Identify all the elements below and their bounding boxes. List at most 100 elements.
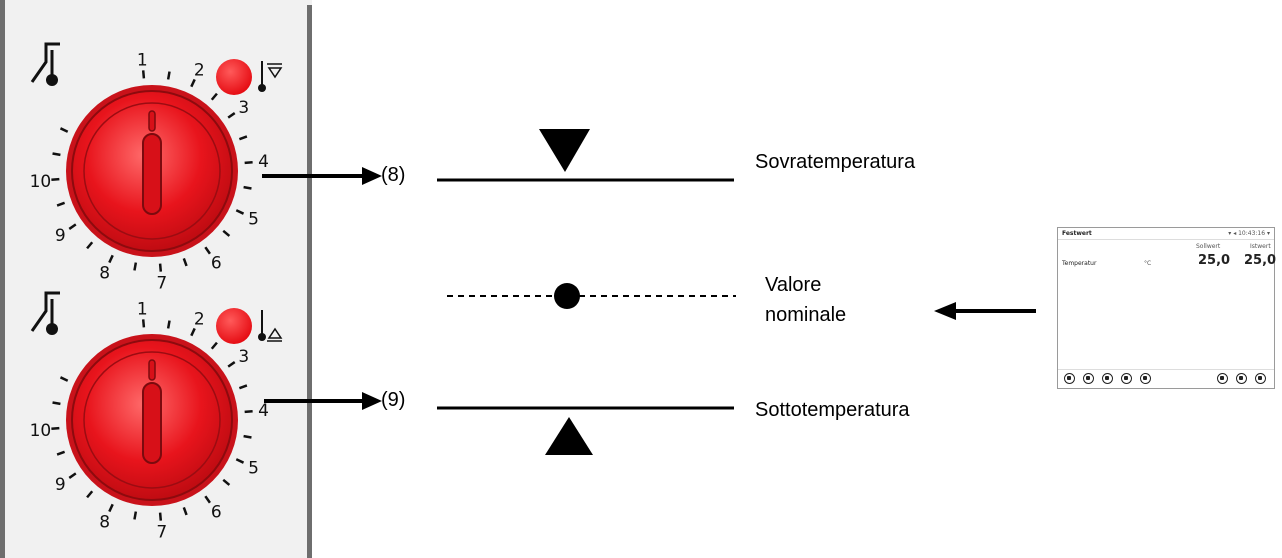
dial-tick	[108, 254, 114, 264]
next-icon[interactable]	[1255, 373, 1266, 384]
dial-tick	[68, 223, 77, 230]
dial-scale-number: 1	[137, 50, 148, 70]
dial-tick	[52, 401, 61, 406]
reference-number-8: (8)	[381, 164, 406, 186]
temperature-protection-icon	[30, 42, 60, 86]
actual-column-header: Istwert	[1250, 243, 1271, 250]
dial-tick	[222, 229, 231, 237]
dial-tick	[133, 262, 138, 271]
setpoint-arrow	[934, 302, 1036, 320]
overtemperature-thermometer-icon	[258, 61, 283, 92]
dial-tick	[56, 201, 66, 207]
arrow-9	[264, 392, 382, 410]
dial-grip	[142, 382, 162, 464]
dial-tick	[182, 506, 188, 516]
dial-tick	[235, 209, 245, 215]
reference-number-9: (9)	[381, 389, 406, 411]
dial-tick	[59, 376, 69, 382]
dial-scale-number: 7	[156, 523, 167, 543]
dial-tick	[204, 246, 211, 255]
dial-tick	[243, 185, 252, 190]
info-icon[interactable]	[1217, 373, 1228, 384]
display-top-bar: Festwert ▾ ◂ 10:43:16 ▾	[1058, 228, 1274, 240]
setpoint-value: 25,0	[1198, 253, 1231, 268]
setpoint-dot-icon	[554, 283, 580, 309]
temperature-protection-icon	[30, 291, 60, 335]
dial-scale-number: 9	[55, 475, 66, 495]
dial-tick	[141, 319, 146, 328]
dial-scale-number: 7	[156, 274, 167, 294]
dial-ticks	[51, 319, 253, 521]
dial-tick	[227, 112, 236, 119]
lower-alarm-lamp	[216, 308, 252, 344]
overtemperature-dial[interactable]: 1 2 3 4 5 6 7 8 9 10	[30, 50, 269, 293]
dial-scale-number: 1	[137, 299, 148, 319]
home-icon[interactable]	[1236, 373, 1247, 384]
dial-scale-number: 3	[238, 347, 249, 367]
dial-tick	[190, 327, 196, 337]
upper-alarm-lamp	[216, 59, 252, 95]
down-triangle-icon	[539, 129, 590, 172]
dial-scale-number: 5	[248, 209, 259, 229]
dial-scale-number: 4	[258, 152, 269, 172]
dial-tick	[222, 478, 231, 486]
dial-tick	[227, 361, 236, 368]
dial-tick	[244, 160, 253, 165]
dial-pointer	[148, 110, 156, 132]
dial-tick	[210, 341, 218, 350]
dial-tick	[56, 450, 66, 456]
dial-tick	[68, 472, 77, 479]
undertemperature-thermometer-icon	[258, 310, 283, 342]
setpoint-line	[447, 283, 736, 309]
setpoint-label-line1: Valore	[765, 274, 822, 296]
dial-scale-number: 6	[211, 254, 222, 274]
program-icon[interactable]	[1102, 373, 1113, 384]
dial-tick	[166, 71, 171, 80]
play-icon[interactable]	[1140, 373, 1151, 384]
dial-tick	[244, 409, 253, 414]
dial-scale-number: 2	[194, 60, 205, 80]
menu-icon[interactable]	[1064, 373, 1075, 384]
undertemperature-limit-line	[437, 406, 734, 455]
display-status: ▾ ◂ 10:43:16 ▾	[1228, 230, 1270, 237]
setpoint-column-header: Sollwert	[1196, 243, 1221, 250]
dial-grip	[142, 133, 162, 215]
dial-scale-number: 3	[238, 98, 249, 118]
undertemperature-label: Sottotemperatura	[755, 399, 910, 421]
dial-tick	[86, 490, 94, 499]
dial-tick	[243, 434, 252, 439]
dial-tick	[210, 92, 218, 101]
dial-tick	[158, 512, 163, 521]
dial-scale-number: 5	[248, 458, 259, 478]
timer-icon[interactable]	[1121, 373, 1132, 384]
temperature-row-label: Temperatur	[1062, 260, 1097, 267]
alarm-icon[interactable]	[1083, 373, 1094, 384]
dial-tick	[59, 127, 69, 133]
dial-scale-number: 8	[99, 264, 110, 284]
arrow-8	[262, 167, 382, 185]
dial-tick	[141, 70, 146, 79]
dial-tick	[190, 78, 196, 88]
dial-ticks	[51, 70, 253, 272]
dial-scale-number: 2	[194, 309, 205, 329]
dial-tick	[238, 135, 248, 141]
dial-tick	[108, 503, 114, 513]
dial-scale-number: 10	[30, 172, 52, 192]
dial-scale-number: 9	[55, 226, 66, 246]
dial-scale-number: 8	[99, 513, 110, 533]
actual-value: 25,0	[1244, 253, 1277, 268]
dial-tick	[86, 241, 94, 250]
temperature-unit: °C	[1144, 260, 1152, 267]
dial-tick	[51, 426, 60, 431]
dial-tick	[51, 177, 60, 182]
dial-tick	[238, 384, 248, 390]
up-triangle-icon	[545, 417, 593, 455]
display-title: Festwert	[1062, 230, 1092, 237]
dial-tick	[52, 152, 61, 157]
dial-tick	[235, 458, 245, 464]
dial-tick	[182, 257, 188, 267]
dial-tick	[133, 511, 138, 520]
dial-pointer	[148, 359, 156, 381]
